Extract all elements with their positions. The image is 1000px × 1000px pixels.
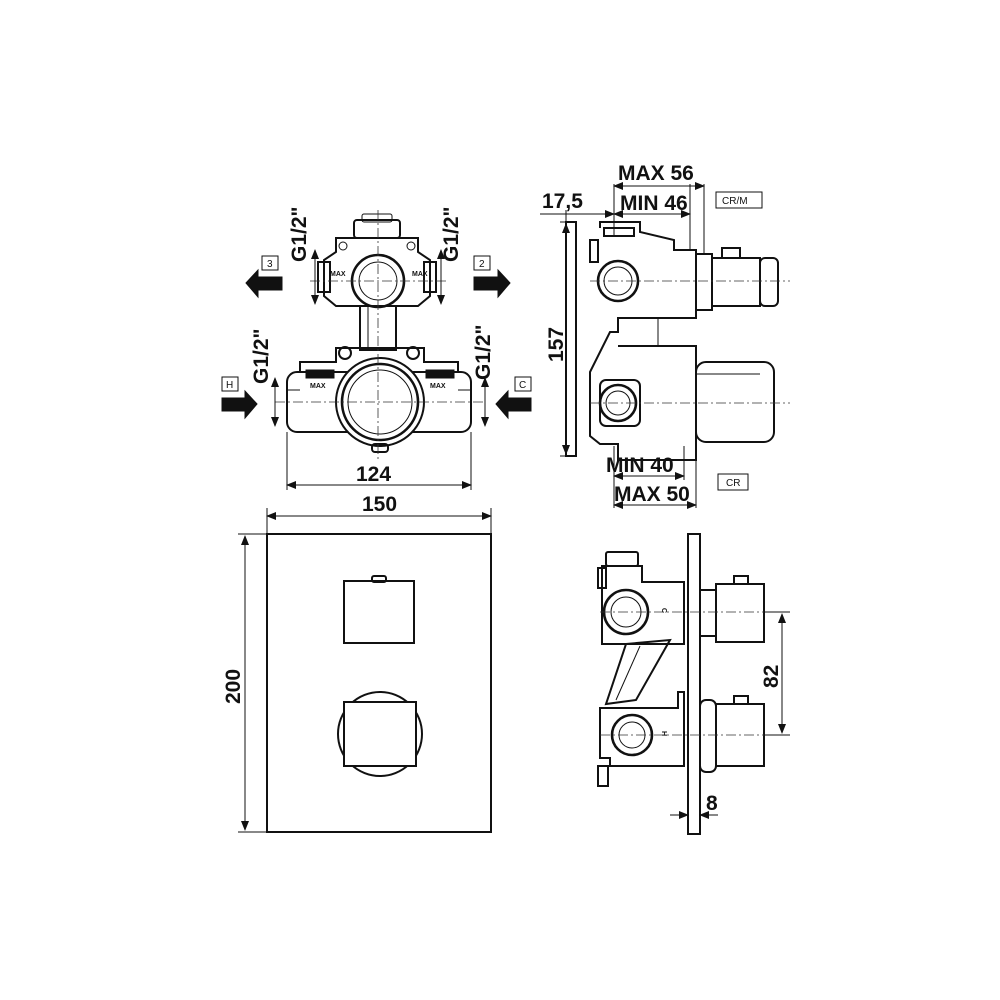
max-mark-left: MAX (330, 271, 346, 278)
side-view: MAX 56 MIN 46 17,5 CR/M 157 MIN 40 MAX 5… (540, 162, 790, 509)
inlet-hot-arrow: H (221, 376, 258, 420)
inlet-hot-label: H (226, 380, 233, 391)
outlet-3-label: 3 (267, 259, 273, 270)
max-mark-right: MAX (412, 271, 428, 278)
plate-view: 150 200 (222, 493, 492, 833)
max-mark-bottom-left: MAX (310, 383, 326, 390)
thread-label-top-right: G1/2" (440, 207, 463, 262)
dim-plate-width: 150 (362, 493, 397, 516)
dim-body-width: 124 (356, 463, 391, 486)
dim-17-5: 17,5 (542, 190, 583, 213)
dim-min-46: MIN 46 (620, 192, 688, 215)
installed-view: C H 82 8 (597, 533, 790, 835)
outlet-3-arrow: 3 (245, 255, 283, 299)
thread-label-bottom-right: G1/2" (472, 325, 495, 380)
diverter-body: MAX MAX (317, 213, 437, 351)
tag-cr: CR (726, 478, 740, 489)
dim-82: 82 (760, 665, 783, 688)
front-view: MAX MAX MAX MAX (221, 207, 532, 490)
thermostat-handle (343, 701, 417, 767)
installed-plate (687, 533, 701, 835)
dim-plate-height: 200 (222, 669, 245, 704)
dim-max-50: MAX 50 (614, 483, 690, 506)
diverter-handle (343, 580, 415, 644)
cover-plate (266, 533, 492, 833)
outlet-2-arrow: 2 (473, 255, 511, 299)
tag-crm: CR/M (722, 196, 748, 207)
thread-label-top-left: G1/2" (288, 207, 311, 262)
thread-label-bottom-left: G1/2" (250, 329, 273, 384)
installed-mark-cold: C (660, 608, 667, 613)
outlet-2-label: 2 (479, 259, 485, 270)
max-mark-bottom-right: MAX (430, 383, 446, 390)
dim-157: 157 (545, 327, 568, 362)
inlet-cold-arrow: C (495, 376, 532, 420)
dim-min-40: MIN 40 (606, 454, 674, 477)
thermostat-body: MAX MAX (286, 346, 472, 453)
dim-max-56: MAX 56 (618, 162, 694, 185)
inlet-cold-label: C (519, 380, 526, 391)
dim-8: 8 (706, 792, 718, 815)
installed-mark-hot: H (660, 731, 667, 736)
